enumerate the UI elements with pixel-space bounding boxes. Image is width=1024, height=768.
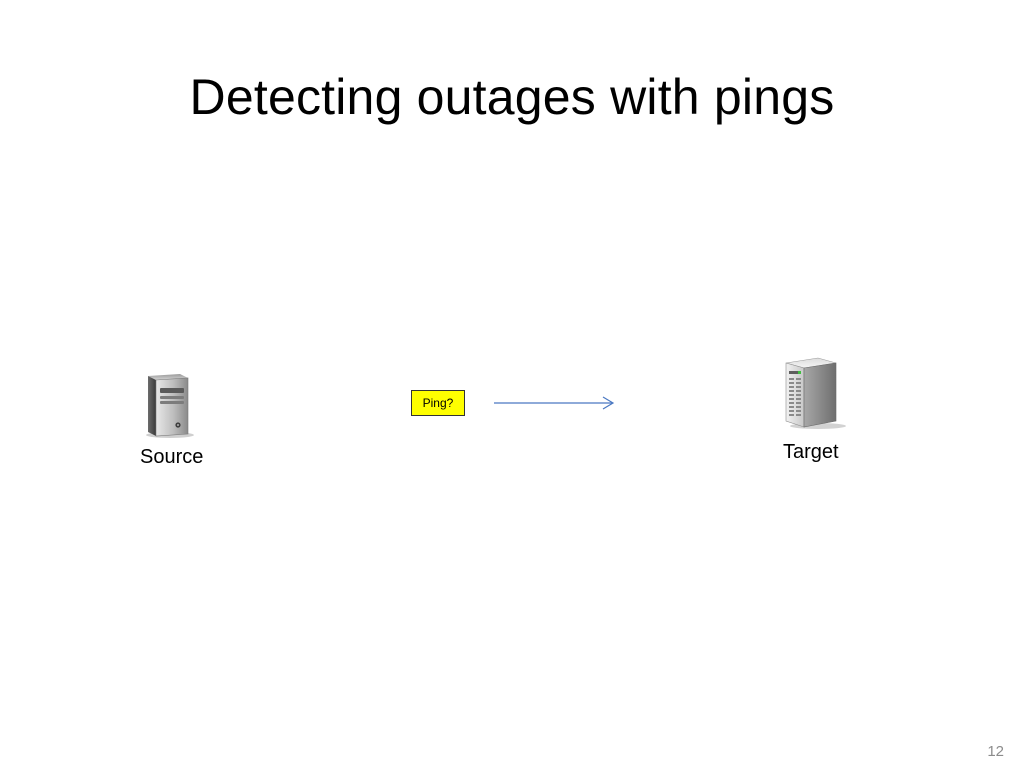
source-label: Source bbox=[140, 446, 204, 468]
page-number: 12 bbox=[987, 743, 1004, 760]
slide-title: Detecting outages with pings bbox=[189, 69, 835, 125]
target-label: Target bbox=[783, 441, 839, 463]
desktop-tower-computer-icon bbox=[140, 370, 196, 440]
server-rack-icon bbox=[778, 355, 850, 431]
ping-message-box: Ping? bbox=[411, 390, 465, 416]
ping-arrow bbox=[494, 396, 615, 410]
